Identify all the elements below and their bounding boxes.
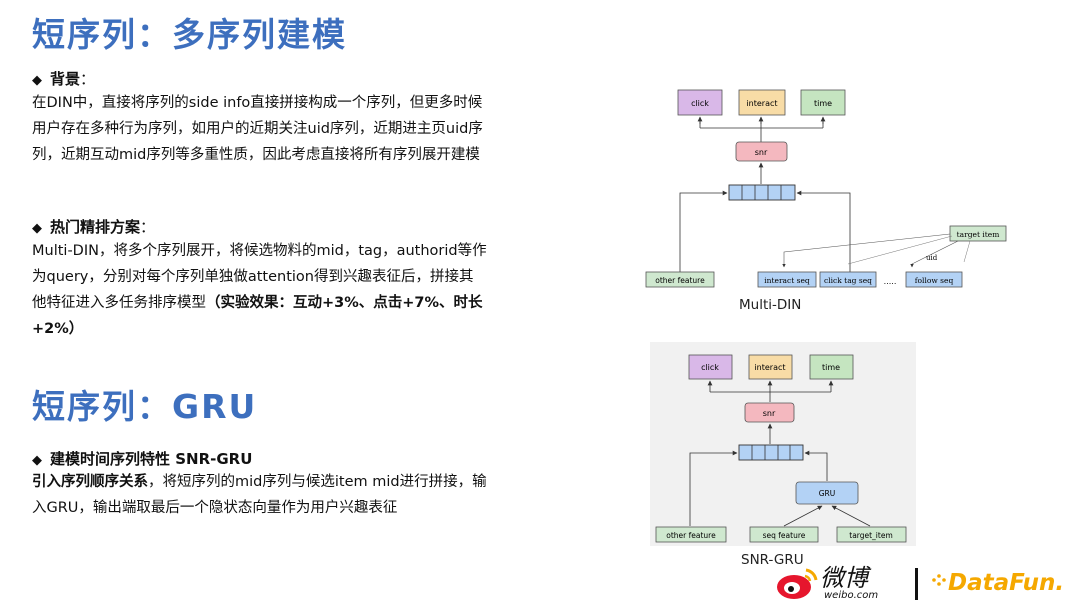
snr-to-outputs-connector — [699, 117, 824, 142]
snr-gru-diagram: click interact time snr GRU other featur… — [650, 342, 916, 546]
snr-box: snr — [735, 141, 788, 162]
multi-din-diagram: click interact time snr other feature in… — [645, 89, 1007, 288]
target-to-click-tag-line — [847, 235, 953, 265]
multi-din-caption: Multi-DIN — [739, 297, 802, 313]
other-feature-box: other feature — [655, 526, 727, 543]
datafun-logo-text: DataFun. — [948, 570, 1064, 596]
concat-vector — [728, 184, 796, 201]
datafun-dots-icon — [932, 574, 946, 586]
click-tag-seq-label: click tag seq — [824, 276, 872, 285]
other-feature-label: other feature — [666, 531, 716, 540]
other-feature-label: other feature — [655, 276, 705, 285]
snr-gru-caption: SNR-GRU — [741, 552, 804, 568]
seq-feature-box: seq feature — [749, 526, 819, 543]
hot-text-bold: （实验效果：互动+3%、点击+7%、时长+2%） — [32, 295, 483, 337]
section2-title: 短序列：GRU — [32, 387, 258, 426]
snr-box: snr — [744, 402, 795, 423]
hot-heading-label: 热门精排方案 — [50, 218, 141, 236]
follow-seq-box: follow seq — [905, 271, 963, 288]
target-to-interact-seq-line — [782, 233, 951, 268]
interact-seq-box: interact seq — [757, 271, 817, 288]
output-interact-box: interact — [748, 354, 793, 380]
output-click-label: click — [691, 99, 709, 108]
click-tag-seq-box: click tag seq — [819, 271, 877, 288]
hot-text: Multi-DIN，将多个序列展开，将候选物料的mid，tag，authorid… — [32, 238, 487, 342]
other-feature-connector — [689, 450, 738, 526]
target-item-label: target item — [957, 230, 1000, 239]
output-time-label: time — [822, 363, 840, 372]
gru-connector — [804, 450, 828, 481]
gru-heading: ◆ 建模时间序列特性 SNR-GRU — [32, 448, 252, 469]
output-interact-label: interact — [746, 99, 777, 108]
interact-seq-label: interact seq — [764, 276, 810, 285]
gru-box: GRU — [795, 481, 859, 505]
seq-feature-label: seq feature — [763, 531, 806, 540]
target-item-label: target_item — [849, 531, 893, 540]
uid-label: uid — [926, 254, 938, 262]
output-click-label: click — [701, 363, 719, 372]
diamond-bullet-icon: ◆ — [32, 73, 42, 88]
diamond-bullet-icon: ◆ — [32, 221, 42, 236]
gru-text-plain: ，将短序列的mid序列与候选item mid进行拼接，输入GRU，输出端取最后一… — [32, 474, 487, 516]
section1-title: 短序列：多序列建模 — [32, 15, 347, 54]
gru-text-bold: 引入序列顺序关系 — [32, 474, 148, 490]
background-heading: ◆背景： — [32, 70, 96, 88]
weibo-url: weibo.com — [824, 590, 878, 601]
background-heading-label: 背景 — [50, 70, 81, 88]
snr-label: snr — [755, 148, 768, 157]
footer-divider — [915, 568, 918, 600]
weibo-logo-icon — [777, 568, 818, 599]
gru-text: 引入序列顺序关系，将短序列的mid序列与候选item mid进行拼接，输入GRU… — [32, 469, 487, 521]
seq-connector — [796, 190, 851, 272]
target-to-follow-seq-line — [910, 240, 959, 268]
target-item-box: target item — [949, 225, 1007, 242]
other-feature-box: other feature — [645, 271, 715, 288]
hot-text-plain: Multi-DIN，将多个序列展开，将候选物料的mid，tag，authorid… — [32, 243, 487, 311]
snr-label: snr — [763, 409, 776, 418]
hot-heading: ◆热门精排方案： — [32, 218, 156, 236]
gru-label: GRU — [819, 489, 836, 498]
output-interact-label: interact — [754, 363, 785, 372]
output-click-box: click — [688, 354, 733, 380]
diamond-bullet-icon: ◆ — [32, 453, 42, 468]
follow-seq-label: follow seq — [915, 276, 954, 285]
weibo-text: 微博 — [820, 564, 872, 592]
output-interact-box: interact — [738, 89, 786, 116]
output-time-box: time — [809, 354, 854, 380]
gru-heading-label: 建模时间序列特性 SNR-GRU — [50, 450, 253, 468]
output-time-box: time — [800, 89, 846, 116]
background-text: 在DIN中，直接将序列的side info直接拼接构成一个序列，但更多时候用户存… — [32, 95, 483, 163]
concat-vector — [738, 444, 804, 461]
ellipsis-label: ..... — [884, 277, 897, 286]
footer-logos: 微博 weibo.com DataFun. — [777, 564, 1064, 601]
other-feature-connector — [679, 190, 728, 272]
output-click-box: click — [677, 89, 723, 116]
output-time-label: time — [814, 99, 832, 108]
target-item-box: target_item — [836, 526, 907, 543]
